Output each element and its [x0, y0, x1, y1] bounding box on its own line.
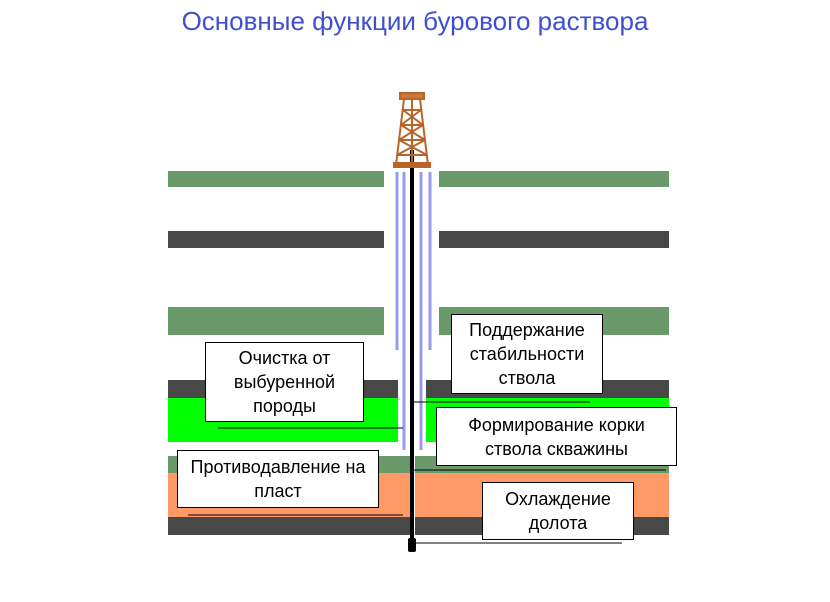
callout-cooling: Охлаждение долота — [482, 482, 634, 540]
stratum-gray-1-left — [168, 231, 384, 248]
drill-bit — [408, 538, 416, 552]
stratum-gray-1-right — [439, 231, 669, 248]
page-title: Основные функции бурового раствора — [181, 6, 649, 36]
callout-stability: Поддержание стабильности ствола — [451, 314, 603, 394]
callout-cleaning: Очистка от выбуренной породы — [205, 342, 364, 422]
stratum-green-top-left — [168, 171, 384, 187]
callout-backpressure: Противодавление на пласт — [177, 450, 379, 508]
stratum-green-top-right — [439, 171, 669, 187]
derrick-icon — [393, 92, 431, 168]
stratum-gray-3-left — [168, 517, 410, 535]
callout-filter-cake: Формирование корки ствола скважины — [436, 407, 677, 466]
stratum-green-2-left — [168, 307, 384, 335]
